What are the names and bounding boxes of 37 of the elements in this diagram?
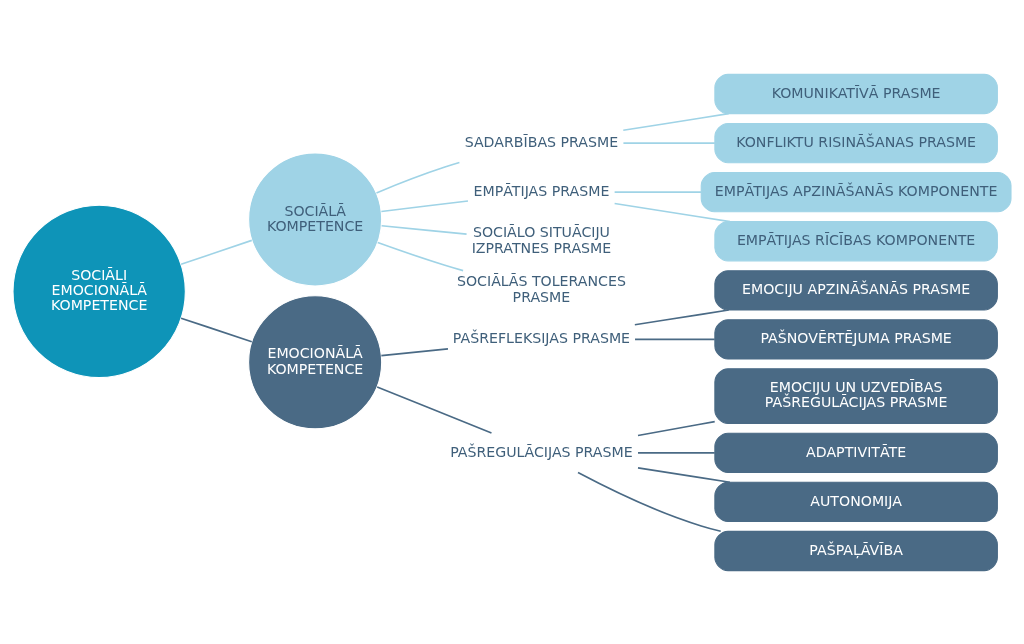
connector <box>180 316 253 342</box>
connector <box>622 112 730 131</box>
node-box: KONFLIKTU RISINĀŠANAS PRASME <box>714 122 998 163</box>
node-text: SOCIĀLĀS TOLERANCES PRASME <box>457 272 626 305</box>
connector <box>634 338 716 340</box>
node-text: SOCIĀLO SITUĀCIJU IZPRATNES PRASME <box>471 223 612 256</box>
connector <box>637 451 716 454</box>
node-circle: SOCIĀLI EMOCIONĀLĀ KOMPETENCE <box>12 204 186 378</box>
node-box: EMPĀTIJAS RĪCĪBAS KOMPONENTE <box>714 220 998 261</box>
node-box: KOMUNIKATĪVĀ PRASME <box>714 73 998 114</box>
node-box: EMOCIJU UN UZVEDĪBAS PAŠREGULĀCIJAS PRASME <box>714 367 998 424</box>
node-circle: EMOCIONĀLĀ KOMPETENCE <box>248 294 383 429</box>
node-text: EMPĀTIJAS PRASME <box>473 182 610 199</box>
connector <box>380 199 469 212</box>
connector <box>180 239 253 265</box>
node-circle: SOCIĀLĀ KOMPETENCE <box>248 151 383 286</box>
connector <box>380 347 449 356</box>
node-box: ADAPTIVITĀTE <box>714 432 998 473</box>
connector <box>613 190 703 193</box>
connector <box>376 385 493 434</box>
node-text: SADARBĪBAS PRASME <box>464 133 619 150</box>
connector <box>376 241 464 271</box>
connector <box>634 308 730 326</box>
node-box: PAŠPAĻĀVĪBA <box>714 530 998 571</box>
node-box: AUTONOMIJA <box>714 481 998 522</box>
connector <box>613 202 731 222</box>
node-box: EMOCIJU APZINĀŠANĀS PRASME <box>714 269 998 310</box>
connector <box>375 161 461 194</box>
connector <box>637 466 731 483</box>
connector <box>637 420 716 436</box>
node-text: PAŠREFLEKSIJAS PRASME <box>452 329 631 346</box>
node-box: EMPĀTIJAS APZINĀŠANĀS KOMPONENTE <box>700 171 1012 212</box>
connector <box>622 141 716 144</box>
connector <box>380 224 468 235</box>
node-text: PAŠREGULĀCIJAS PRASME <box>450 443 633 460</box>
node-box: PAŠNOVĒRTĒJUMA PRASME <box>714 318 998 360</box>
connector <box>577 471 722 532</box>
